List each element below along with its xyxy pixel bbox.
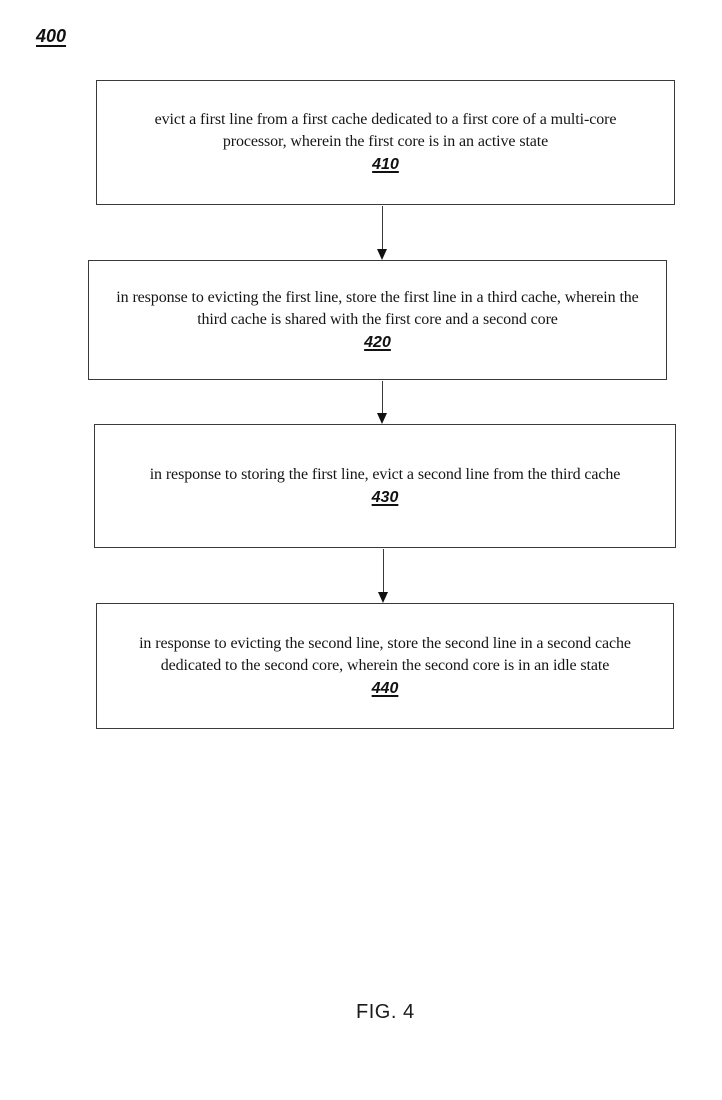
step-reference-number: 420 [364, 333, 391, 351]
arrow-line [382, 381, 383, 413]
arrow-head-icon [377, 413, 387, 424]
step-reference-number: 440 [371, 679, 399, 697]
arrow-head-icon [377, 249, 387, 260]
figure-reference-label: 400 [36, 26, 67, 46]
step-reference-number: 410 [372, 156, 399, 173]
step-text: evict a first line from a first cache de… [154, 111, 617, 150]
arrow-line [383, 549, 384, 592]
step-text: in response to evicting the first line, … [116, 288, 639, 328]
arrow-line [382, 206, 383, 249]
step-reference-number: 430 [371, 488, 399, 506]
figure-caption: FIG. 4 [356, 1001, 415, 1023]
flowchart-step-440: in response to evicting the second line,… [96, 603, 674, 729]
step-text: in response to storing the first line, e… [149, 465, 621, 483]
arrow-head-icon [378, 592, 388, 603]
step-text: in response to evicting the second line,… [139, 634, 631, 674]
flowchart-step-420: in response to evicting the first line, … [88, 260, 667, 380]
flowchart-step-410: evict a first line from a first cache de… [96, 80, 675, 205]
flowchart-step-430: in response to storing the first line, e… [94, 424, 676, 548]
